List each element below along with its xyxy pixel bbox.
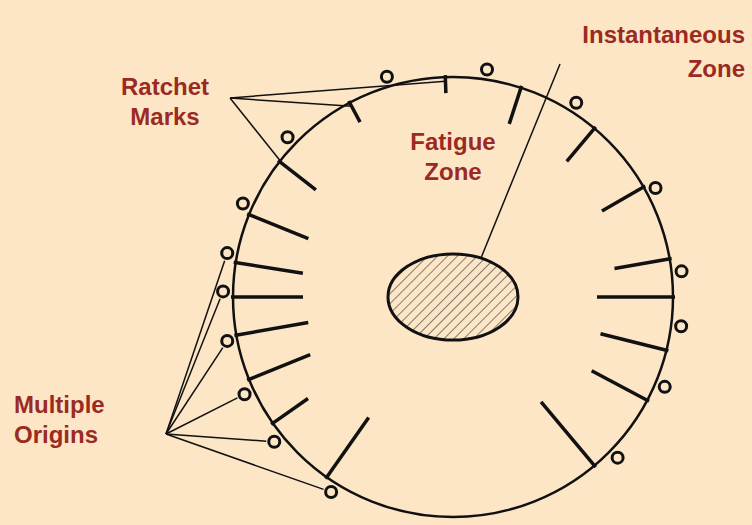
- leader-line: [481, 64, 560, 258]
- ratchet-mark: [247, 355, 310, 380]
- leader-line: [230, 98, 283, 164]
- ratchet-mark: [509, 86, 521, 124]
- origin-marker: [282, 132, 293, 143]
- callout-label: Instantaneous Zone: [545, 18, 745, 86]
- leader-line: [230, 81, 445, 98]
- origin-marker: [481, 64, 492, 75]
- ratchet-mark: [602, 186, 645, 211]
- ratchet-mark: [247, 214, 308, 239]
- callout-label: Ratchet Marks: [100, 72, 230, 132]
- ratchet-mark: [615, 258, 672, 268]
- leader-line: [166, 348, 223, 434]
- origin-marker: [218, 286, 229, 297]
- ratchet-mark: [600, 334, 668, 351]
- ratchet-mark: [349, 101, 360, 122]
- origin-markers: [218, 64, 687, 498]
- ratchet-mark: [234, 262, 303, 273]
- ratchet-mark: [271, 399, 308, 425]
- instantaneous-zone: [388, 254, 518, 340]
- origin-marker: [239, 389, 250, 400]
- leader-lines: [166, 64, 560, 489]
- ratchet-mark: [597, 295, 675, 299]
- ratchet-mark: [592, 371, 649, 402]
- leader-line: [166, 434, 266, 441]
- ratchet-mark: [278, 160, 316, 190]
- leader-line: [166, 434, 324, 489]
- ratchet-mark: [234, 323, 308, 336]
- origin-marker: [659, 381, 670, 392]
- origin-marker: [650, 182, 661, 193]
- callout-label: Multiple Origins: [14, 390, 164, 450]
- origin-marker: [676, 321, 687, 332]
- origin-marker: [222, 335, 233, 346]
- origin-marker: [269, 436, 280, 447]
- origin-marker: [222, 248, 233, 259]
- origin-marker: [326, 487, 337, 498]
- ratchet-marks: [231, 75, 675, 479]
- origin-marker: [571, 97, 582, 108]
- zone-label: Fatigue Zone: [388, 127, 518, 187]
- ratchet-mark: [567, 127, 596, 161]
- leader-line: [230, 98, 352, 106]
- origin-marker: [381, 71, 392, 82]
- origin-marker: [612, 452, 623, 463]
- ratchet-mark: [326, 417, 369, 478]
- ratchet-mark: [231, 295, 303, 299]
- fracture-surface: Fatigue Zone: [231, 75, 675, 519]
- leader-line: [166, 261, 225, 434]
- leader-line: [166, 299, 220, 434]
- origin-marker: [237, 198, 248, 209]
- origin-marker: [676, 266, 687, 277]
- ratchet-mark: [541, 402, 596, 467]
